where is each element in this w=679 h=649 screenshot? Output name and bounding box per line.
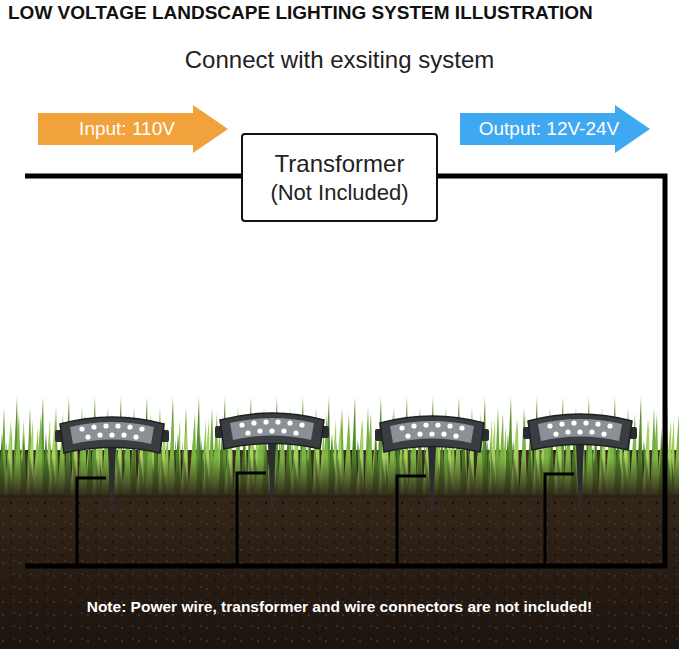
landscape-lamp	[55, 417, 169, 512]
note-text: Note: Power wire, transformer and wire c…	[0, 597, 679, 617]
soil	[0, 450, 679, 649]
landscape-lamp	[523, 414, 637, 509]
landscape-lamp	[215, 413, 329, 508]
power-wire	[25, 176, 665, 566]
lamp-lead-wire	[77, 478, 106, 566]
lamp-lead-wire	[237, 473, 266, 566]
box-heading: Transformer	[275, 149, 405, 179]
power-wire	[25, 174, 245, 179]
arrow-label: Output: 12V-24V	[460, 105, 638, 153]
input-arrow: Input: 110V	[38, 105, 228, 153]
arrow-label: Input: 110V	[38, 105, 216, 153]
lamp-lead-wire	[397, 476, 426, 566]
transformer-box: Transformer(Not Included)	[241, 133, 438, 222]
landscape-lamp	[375, 416, 489, 511]
arrow-body	[460, 105, 650, 153]
diagram-title: LOW VOLTAGE LANDSCAPE LIGHTING SYSTEM IL…	[8, 2, 679, 24]
output-arrow: Output: 12V-24V	[460, 105, 650, 153]
subtitle-text: Connect with exsiting system	[0, 46, 679, 74]
arrow-body	[38, 105, 228, 153]
soil-texture	[0, 450, 679, 649]
lamp-lead-wire	[545, 474, 574, 566]
box-subtext: (Not Included)	[270, 179, 408, 207]
